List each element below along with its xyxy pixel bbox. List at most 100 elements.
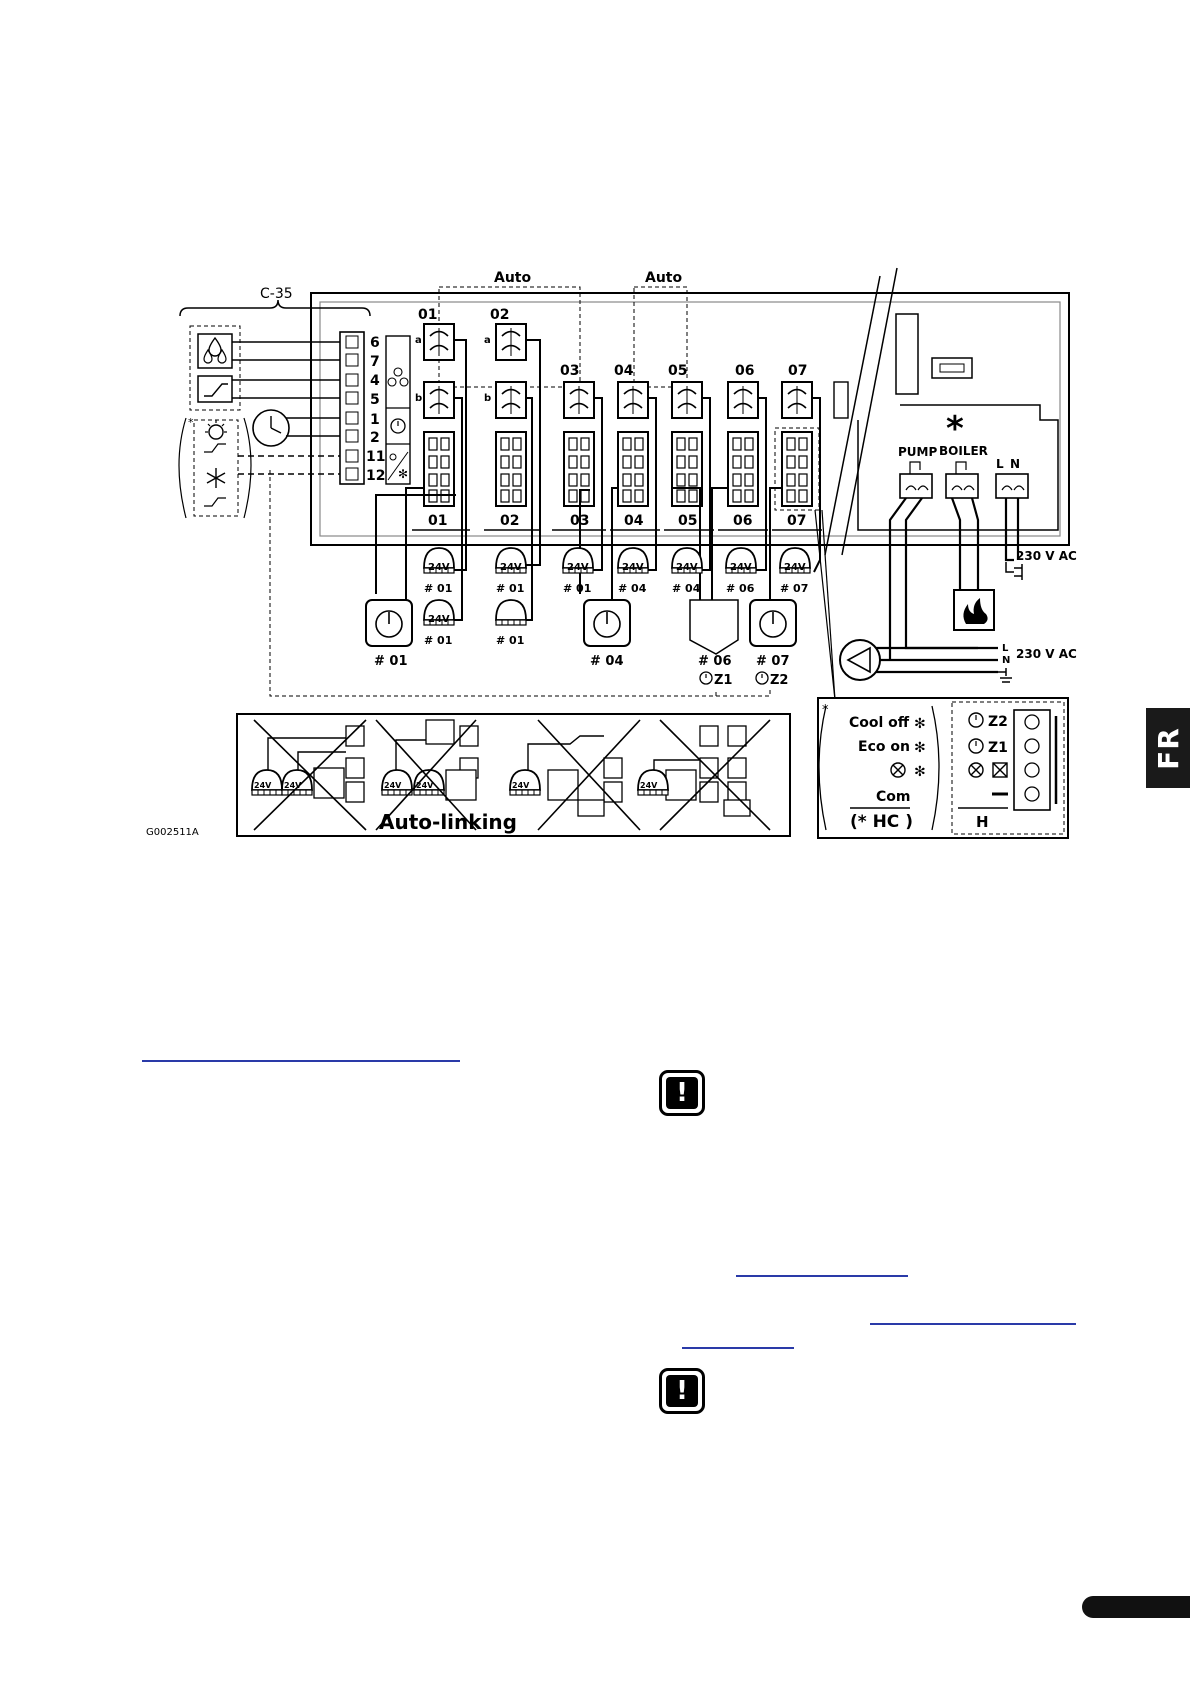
svg-text:a: a	[484, 335, 491, 346]
svg-text:✻: ✻	[914, 716, 926, 732]
pump-label: PUMP	[898, 445, 937, 459]
c35-terminal-strip: 6 7 4 5 1 2 11 12	[339, 331, 385, 485]
channel-top-02: 02	[490, 307, 509, 323]
legend-cool-off: Cool off	[849, 715, 910, 731]
controller-housing	[310, 292, 1070, 546]
actuators-row1: 24V 24V 24V 24V 24V 24V 24V # 01 # 01 # …	[423, 547, 811, 595]
legend-zone-z1: Z1	[968, 738, 1008, 756]
auto-label-2: Auto	[645, 270, 682, 286]
channel-bottom-07: 07	[787, 513, 806, 529]
boiler-flame-icon	[953, 589, 995, 631]
thermostat-label-3: # 06	[698, 654, 732, 669]
svg-text:24V: 24V	[567, 562, 589, 573]
svg-text:✻: ✻	[914, 740, 926, 756]
channel-numbers-bottom: 01 02 03 04 05 06 07	[428, 513, 806, 529]
legend-terminal-strip	[1013, 709, 1058, 811]
actuator-row2-label-2: # 01	[496, 634, 524, 647]
actuator-label-2: # 01	[496, 582, 524, 595]
c35-label: C-35	[260, 286, 293, 302]
terminal-1: 1	[370, 412, 380, 428]
language-tab: FR	[1146, 708, 1190, 788]
terminal-6: 6	[370, 335, 380, 351]
terminal-5: 5	[370, 392, 380, 408]
svg-text:24V: 24V	[640, 781, 658, 790]
mode-icons-box: *	[178, 409, 290, 519]
channel-top-01: 01	[418, 307, 437, 323]
dashed-links	[269, 470, 771, 697]
input-wires	[232, 341, 340, 475]
thermostats: # 01 # 04 # 06 # 07 Z1 Z2	[365, 599, 797, 688]
svg-text:24V: 24V	[254, 781, 272, 790]
svg-text:✻: ✻	[398, 467, 408, 481]
zone-z1: Z1	[699, 671, 732, 688]
channel-numbers-top: 01 02 03 04 05 06 07	[418, 307, 807, 379]
svg-text:Z1: Z1	[714, 673, 732, 688]
legend-com: Com	[876, 789, 910, 805]
svg-text:a: a	[415, 335, 422, 346]
boiler-label: BOILER	[939, 444, 988, 458]
figure-code: G002511A	[146, 827, 199, 838]
svg-text:L: L	[996, 457, 1004, 471]
channel-bottom-04: 04	[624, 513, 644, 529]
terminal-2: 2	[370, 430, 380, 446]
svg-text:Z1: Z1	[988, 740, 1008, 756]
svg-text:✻: ✻	[914, 764, 926, 780]
actuator-label-4: # 04	[618, 582, 647, 595]
pump-boiler-connectors: * PUMP BOILER L N	[898, 409, 1029, 499]
channel-bottom-02: 02	[500, 513, 519, 529]
svg-text:24V: 24V	[730, 562, 752, 573]
thermostat-label-1: # 01	[374, 654, 408, 669]
actuator-label-5: # 04	[672, 582, 701, 595]
legend-h: H	[976, 813, 989, 831]
legend-hc: (* HC )	[850, 812, 913, 832]
auto-linking-panel: 24V 24V 24V 24V 24V 24V Auto-linking	[236, 713, 791, 837]
channel-top-07: 07	[788, 363, 807, 379]
svg-text:Z2: Z2	[770, 673, 788, 688]
channel-top-05: 05	[668, 363, 687, 379]
svg-text:24V: 24V	[416, 781, 434, 790]
link-underline-2[interactable]	[736, 1275, 908, 1277]
function-symbols-panel: ✻	[385, 335, 411, 485]
legend-connector-lines	[814, 509, 836, 701]
terminal-4: 4	[370, 373, 380, 389]
svg-text:24V: 24V	[784, 562, 806, 573]
svg-text:24V: 24V	[384, 781, 402, 790]
sub-labels: a b a b	[415, 335, 491, 404]
actuator-label-7: # 07	[780, 582, 808, 595]
star-marker: *	[946, 409, 964, 449]
link-underline-4[interactable]	[682, 1347, 794, 1349]
mains-supply: 230 V AC L N 230 V AC	[998, 549, 1077, 683]
svg-text:24V: 24V	[500, 562, 522, 573]
link-underline-3[interactable]	[870, 1323, 1076, 1325]
link-underline-1[interactable]	[142, 1060, 460, 1062]
auto-linking-crosses	[253, 719, 771, 831]
actuator-row2-label-1: # 01	[424, 634, 452, 647]
svg-text:*: *	[188, 416, 194, 429]
actuators-row2: 24V # 01 # 01	[423, 599, 527, 647]
svg-text:24V: 24V	[676, 562, 698, 573]
auto-label-1: Auto	[494, 270, 531, 286]
legend-zone-z2: Z2	[968, 712, 1008, 730]
svg-text:L: L	[1002, 643, 1009, 654]
svg-text:24V: 24V	[284, 781, 302, 790]
sun-icon	[205, 420, 227, 440]
channel-bottom-01: 01	[428, 513, 447, 529]
input-icons-box	[189, 325, 241, 411]
legend-eco-on: Eco on	[858, 739, 910, 755]
svg-text:Z2: Z2	[988, 714, 1008, 730]
terminal-11: 11	[366, 449, 385, 465]
auto-linking-label: Auto-linking	[379, 810, 517, 834]
snowflake-icon	[206, 468, 226, 488]
terminal-7: 7	[370, 354, 380, 370]
svg-text:230 V AC: 230 V AC	[1016, 647, 1077, 661]
svg-text:N: N	[1010, 457, 1020, 471]
auto-links: Auto Auto	[438, 270, 688, 388]
svg-text:24V: 24V	[512, 781, 530, 790]
legend-box: * Cool off Eco on ✻ ✻ ✻ Com (* HC ) Z2 Z…	[817, 697, 1069, 839]
ground-icon	[998, 668, 1012, 683]
switch-icon	[204, 383, 228, 397]
terminal-12: 12	[366, 468, 385, 484]
svg-text:N: N	[1002, 655, 1010, 666]
thermostat-label-2: # 04	[590, 654, 624, 669]
svg-text:24V: 24V	[428, 614, 450, 625]
